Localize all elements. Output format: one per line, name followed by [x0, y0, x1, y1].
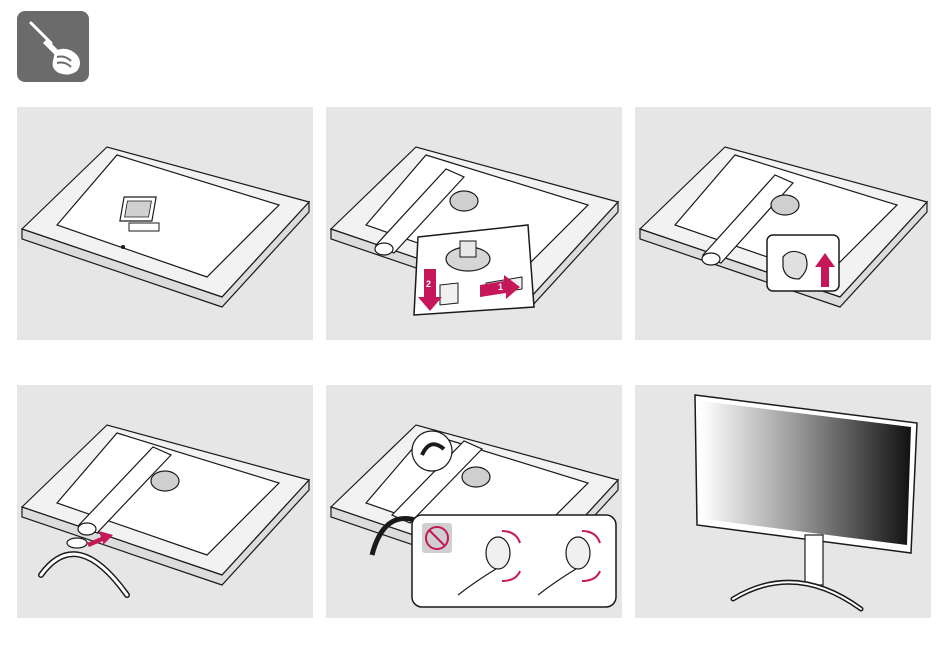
monitor-upright-illustration [635, 385, 931, 618]
step-4-panel [17, 385, 313, 618]
step-1-panel [17, 107, 313, 340]
step-6-panel [635, 385, 931, 618]
step-5-panel [326, 385, 622, 618]
screwdriver-hand-icon [17, 11, 89, 82]
monitor-face-down-illustration [17, 107, 313, 340]
step-2-panel: 2 1 [326, 107, 622, 340]
tighten-base-screw-illustration [326, 385, 622, 618]
lock-stand-body-illustration [635, 107, 931, 340]
step-3-panel [635, 107, 931, 340]
attach-stand-body-illustration: 2 1 [326, 107, 622, 340]
step-label-1: 1 [498, 282, 503, 292]
attach-stand-base-illustration [17, 385, 313, 618]
step-label-2: 2 [426, 279, 431, 289]
